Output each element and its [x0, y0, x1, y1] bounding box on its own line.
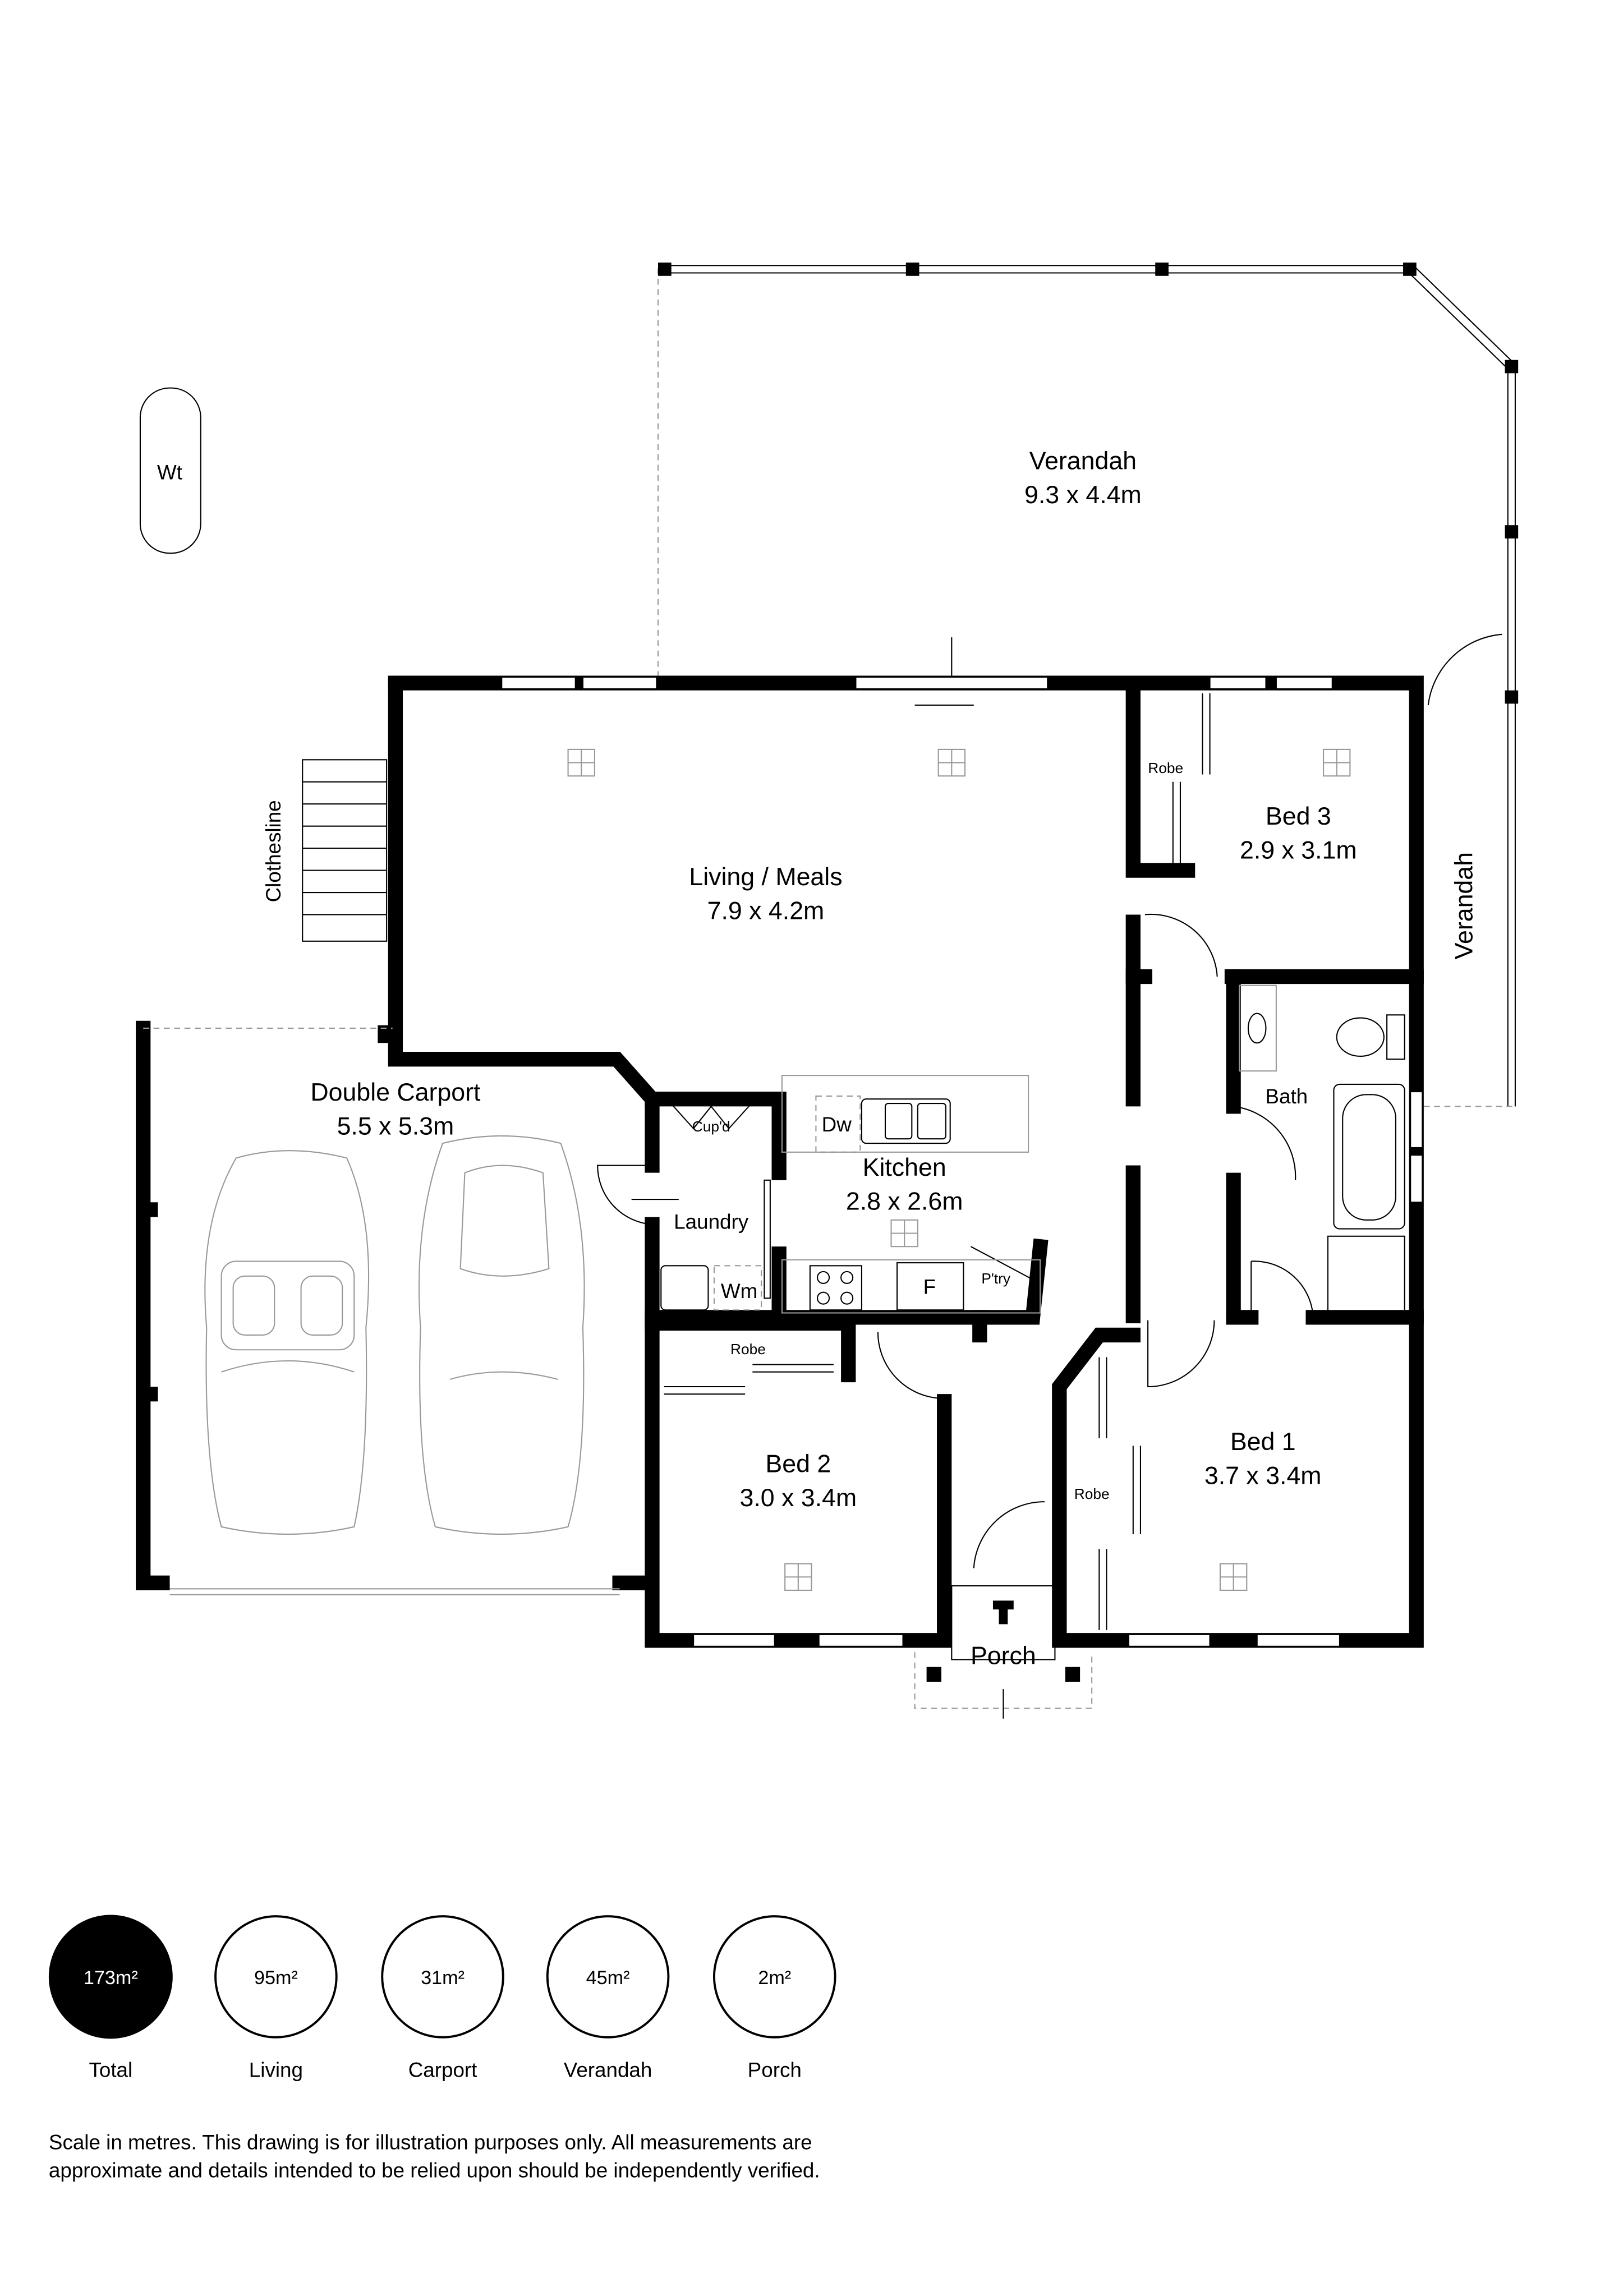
area-legend: 173m² Total 95m² Living 31m² Carport 45m… — [48, 1915, 836, 2082]
bed2-size: 3.0 x 3.4m — [740, 1484, 857, 1512]
bath-fixtures: Bath — [1239, 984, 1405, 1314]
verandah-side-label: Verandah — [1451, 852, 1478, 959]
area-porch: 2m² Porch — [712, 1915, 836, 2082]
area-total-label: Total — [89, 2059, 132, 2082]
ceiling-lights — [567, 748, 1351, 1591]
car-coupe — [418, 1135, 585, 1535]
bed2-label: Bed 2 — [765, 1451, 831, 1478]
area-porch-value: 2m² — [758, 1967, 791, 1989]
area-living-value: 95m² — [254, 1967, 298, 1989]
carport-size: 5.5 x 5.3m — [337, 1112, 454, 1140]
fridge-label: F — [923, 1275, 936, 1298]
cupboard-label: Cup'd — [692, 1118, 730, 1135]
car-convertible — [204, 1150, 370, 1535]
area-living-label: Living — [249, 2059, 303, 2082]
porch-label: Porch — [971, 1642, 1036, 1669]
area-carport: 31m² Carport — [381, 1915, 504, 2082]
area-total-value: 173m² — [84, 1967, 138, 1989]
dishwasher-label: Dw — [822, 1113, 852, 1136]
clothesline: Clothesline — [262, 759, 388, 942]
windows — [501, 637, 1423, 1647]
area-verandah-value: 45m² — [586, 1967, 630, 1989]
washing-machine-label: Wm — [721, 1280, 757, 1303]
kitchen-label: Kitchen — [863, 1154, 946, 1181]
area-verandah: 45m² Verandah — [546, 1915, 670, 2082]
bed1-size: 3.7 x 3.4m — [1204, 1462, 1322, 1490]
verandah-label: Verandah — [1029, 447, 1137, 475]
living-label: Living / Meals — [689, 863, 842, 891]
disclaimer-line-2: approximate and details intended to be r… — [49, 2159, 820, 2182]
bed2-robe-label: Robe — [730, 1341, 766, 1358]
bed1-label: Bed 1 — [1230, 1428, 1296, 1456]
walls — [136, 675, 1424, 1648]
area-carport-value: 31m² — [421, 1967, 465, 1989]
doors — [597, 913, 1314, 1568]
water-tank: Wt — [139, 387, 201, 554]
pantry-label: P'try — [981, 1270, 1011, 1287]
water-tank-label: Wt — [157, 461, 182, 484]
bath-label: Bath — [1265, 1085, 1308, 1108]
living-size: 7.9 x 4.2m — [707, 897, 825, 924]
laundry-label: Laundry — [674, 1211, 749, 1234]
disclaimer-line-1: Scale in metres. This drawing is for ill… — [49, 2131, 812, 2154]
bed3-label: Bed 3 — [1266, 803, 1331, 830]
porch: Porch — [914, 1585, 1093, 1719]
area-porch-label: Porch — [748, 2059, 802, 2082]
area-total: 173m² Total — [48, 1915, 173, 2082]
carport-label: Double Carport — [310, 1079, 481, 1106]
area-verandah-label: Verandah — [564, 2059, 652, 2082]
kitchen-size: 2.8 x 2.6m — [846, 1188, 963, 1215]
bed3-robe-label: Robe — [1148, 760, 1183, 776]
bed1-robe-label: Robe — [1074, 1485, 1110, 1502]
area-living: 95m² Living — [214, 1915, 338, 2082]
bed3-size: 2.9 x 3.1m — [1240, 837, 1357, 864]
kitchen-fixtures: Dw F P'try Wm — [660, 1075, 1041, 1314]
area-carport-label: Carport — [408, 2059, 477, 2082]
robes: Robe Robe Robe — [664, 693, 1211, 1630]
clothesline-label: Clothesline — [262, 800, 285, 902]
room-labels: Verandah 9.3 x 4.4m Verandah Living / Me… — [310, 447, 1478, 1512]
verandah-outline — [657, 263, 1519, 1107]
verandah-size: 9.3 x 4.4m — [1024, 481, 1142, 509]
